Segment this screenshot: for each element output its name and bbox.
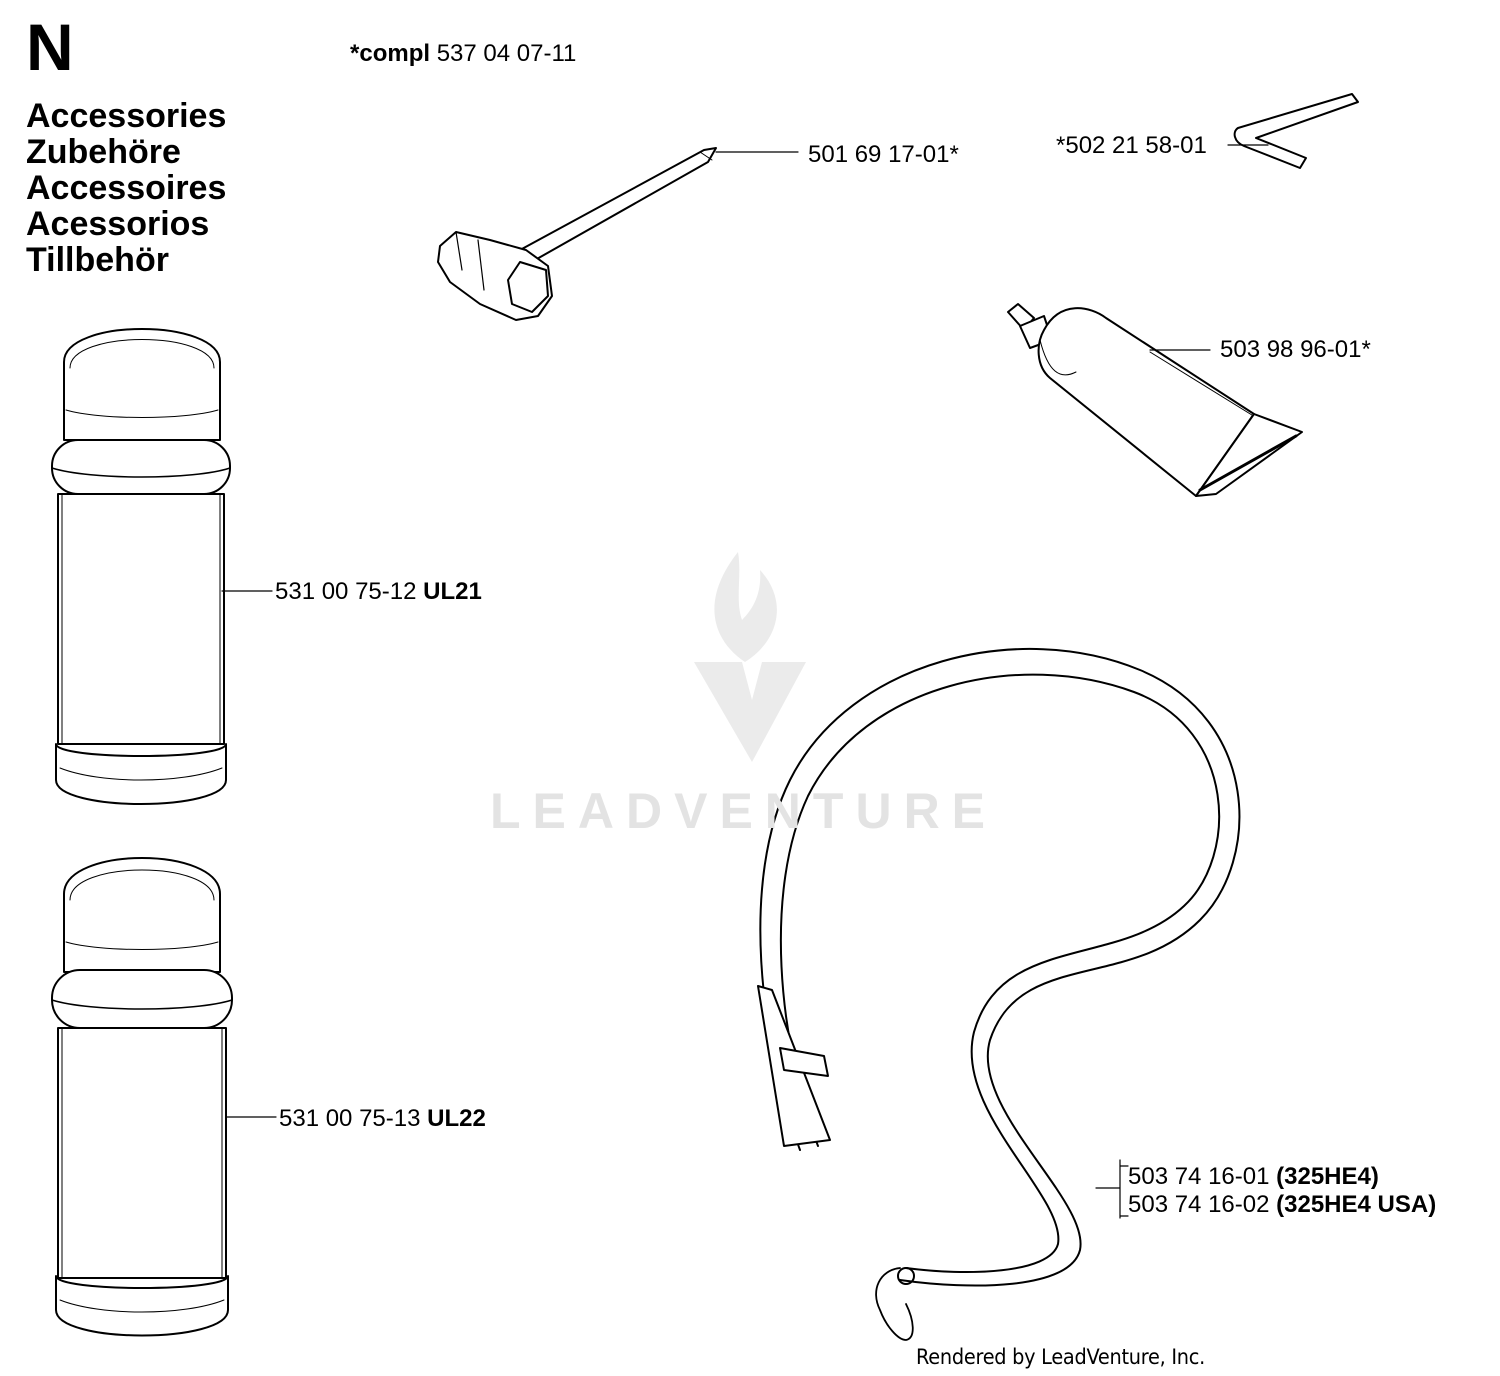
render-credit: Rendered by LeadVenture, Inc. — [916, 1345, 1205, 1369]
harness-strap-1-number: 503 74 16-01 — [1128, 1163, 1270, 1190]
title-german: Zubehöre — [26, 133, 181, 171]
spray-can-1-number: 531 00 75-12 — [275, 578, 417, 605]
harness-strap — [757, 647, 1241, 1341]
spark-plug-wrench — [437, 147, 717, 321]
spray-can-2 — [51, 857, 233, 1337]
spray-can-2-number: 531 00 75-13 — [279, 1105, 421, 1132]
watermark-logo — [694, 552, 806, 762]
part-label-harness-strap-1[interactable]: 503 74 16-01 (325HE4) — [1128, 1163, 1379, 1191]
compl-note: *compl 537 04 07-11 — [350, 40, 576, 68]
title-english: Accessories — [26, 97, 227, 135]
leader-harness-strap — [1095, 1159, 1129, 1219]
spray-can-1 — [51, 328, 231, 805]
section-letter: N — [26, 10, 74, 84]
spray-can-1-code: UL21 — [423, 578, 482, 605]
part-label-grease-tube[interactable]: 503 98 96-01* — [1220, 336, 1371, 363]
spray-can-2-code: UL22 — [427, 1105, 486, 1132]
title-swedish: Tillbehör — [26, 241, 169, 279]
part-label-spray-can-2[interactable]: 531 00 75-13 UL22 — [279, 1105, 486, 1133]
harness-strap-1-model: (325HE4) — [1276, 1163, 1379, 1190]
compl-number: 537 04 07-11 — [436, 40, 577, 67]
title-portuguese: Acessorios — [26, 205, 210, 243]
harness-strap-2-model: (325HE4 USA) — [1276, 1191, 1437, 1218]
title-french: Accessoires — [26, 169, 227, 207]
grease-tube — [1007, 303, 1303, 497]
watermark-text: LEADVENTURE — [490, 783, 998, 839]
compl-prefix: *compl — [350, 40, 431, 67]
harness-strap-2-number: 503 74 16-02 — [1128, 1191, 1270, 1218]
section-titles: Accessories Zubehöre Accessoires Acessor… — [26, 98, 226, 278]
part-label-spark-plug-wrench[interactable]: 501 69 17-01* — [808, 141, 959, 168]
part-label-harness-strap-2[interactable]: 503 74 16-02 (325HE4 USA) — [1128, 1191, 1436, 1219]
part-label-spray-can-1[interactable]: 531 00 75-12 UL21 — [275, 578, 482, 606]
part-label-hex-key[interactable]: *502 21 58-01 — [1056, 132, 1207, 159]
hex-key — [1233, 93, 1359, 169]
